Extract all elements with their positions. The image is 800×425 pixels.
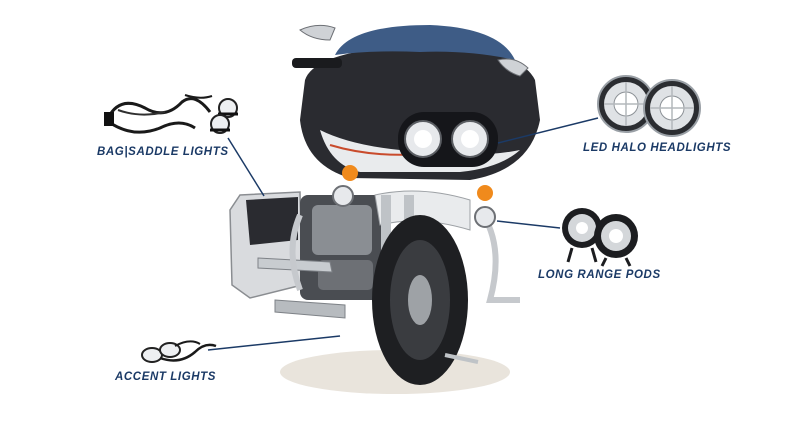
wiring-harness-icon — [104, 94, 238, 134]
label-bag-saddle-lights: BAG|SADDLE LIGHTS — [97, 146, 229, 158]
leader-line-halo — [497, 117, 599, 144]
leader-line-bag — [227, 137, 265, 197]
motorcycle-illustration — [229, 24, 540, 385]
long-range-pods-icon — [562, 208, 638, 267]
label-long-range-pods: LONG RANGE PODS — [538, 269, 661, 281]
label-accent-lights: ACCENT LIGHTS — [115, 371, 217, 383]
led-halo-headlights-icon — [597, 75, 701, 137]
accent-lights-icon — [141, 340, 217, 363]
leader-line-accent — [207, 335, 341, 351]
label-led-halo-headlights: LED HALO HEADLIGHTS — [583, 142, 732, 154]
leader-line-pods — [496, 220, 561, 229]
